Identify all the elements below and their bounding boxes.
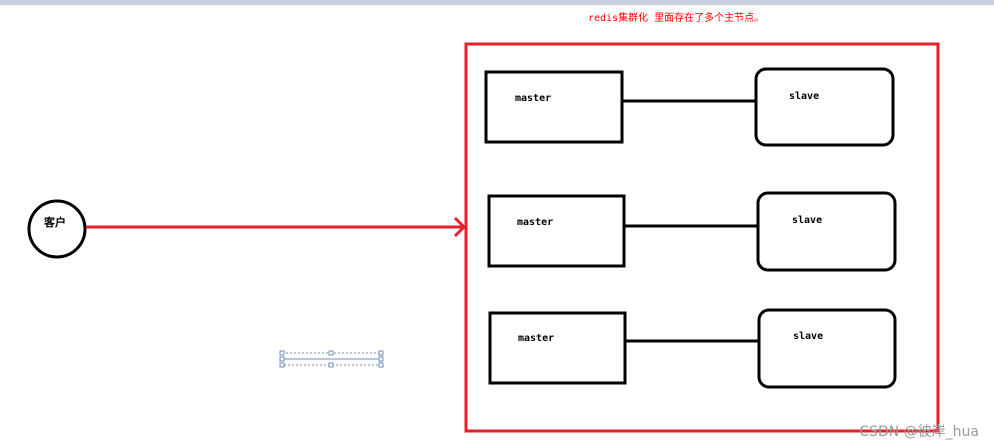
client-to-cluster-arrow — [86, 216, 467, 238]
master-node-box[interactable] — [484, 70, 624, 144]
client-label: 客户 — [43, 215, 66, 229]
selection-handles[interactable] — [279, 350, 384, 368]
client-node[interactable]: 客户 — [27, 199, 87, 259]
selection-handle[interactable] — [378, 362, 384, 368]
top-bar — [0, 0, 994, 5]
master-slave-pair: master slave — [484, 67, 895, 147]
selection-handle[interactable] — [378, 350, 384, 356]
slave-node-box[interactable] — [756, 191, 897, 272]
selection-handle[interactable] — [279, 356, 285, 362]
selection-handle[interactable] — [328, 350, 334, 356]
slave-node-box[interactable] — [754, 67, 895, 147]
watermark: CSDN @彼岸_hua — [859, 424, 979, 440]
master-node-box[interactable] — [488, 311, 627, 385]
master-node-label: master — [515, 93, 551, 104]
master-slave-pair: master slave — [488, 308, 897, 389]
master-node-label: master — [518, 333, 554, 344]
selection-handle[interactable] — [279, 350, 285, 356]
slave-node-label: slave — [789, 91, 819, 102]
selection-handle[interactable] — [328, 362, 334, 368]
selection-rect-bottom — [281, 358, 382, 366]
master-node-box[interactable] — [487, 194, 626, 268]
selection-handle[interactable] — [378, 356, 384, 362]
slave-node-box[interactable] — [757, 308, 897, 389]
master-slave-pair: master slave — [487, 191, 897, 272]
cluster-frame[interactable] — [464, 42, 940, 433]
cluster-caption: redis集群化 里面存在了多个主节点。 — [588, 11, 764, 24]
selection-handle[interactable] — [279, 362, 285, 368]
slave-node-label: slave — [792, 215, 822, 226]
slave-node-label: slave — [793, 331, 823, 342]
master-node-label: master — [517, 217, 553, 228]
client-circle — [27, 199, 87, 259]
